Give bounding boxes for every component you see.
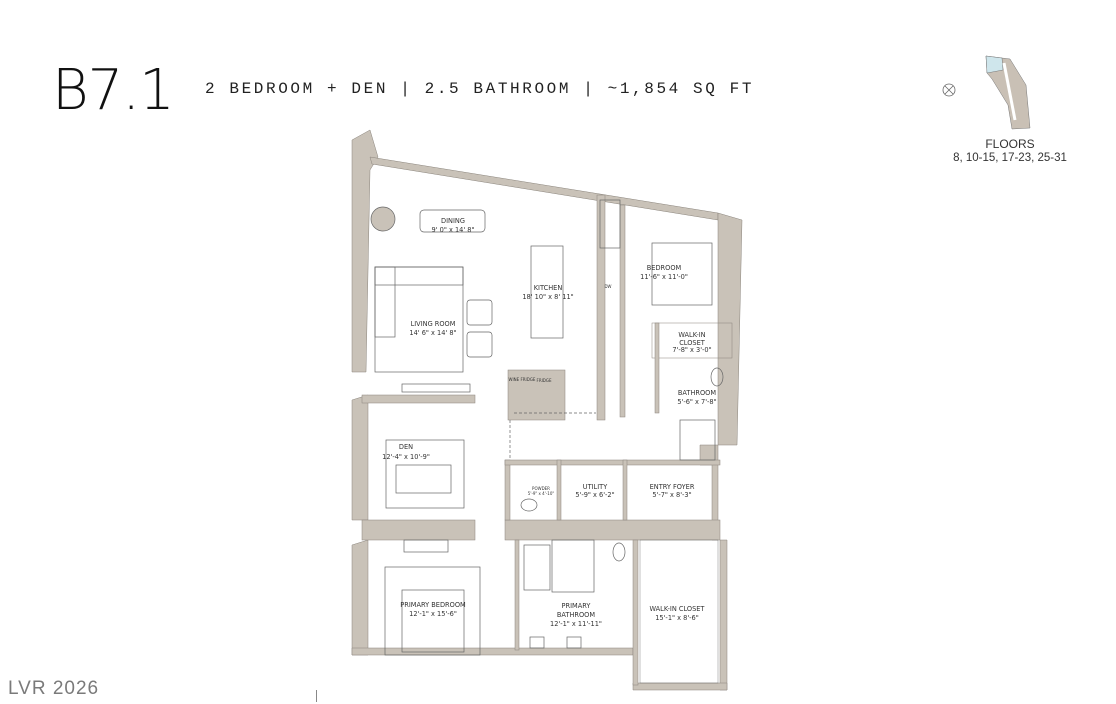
furniture <box>370 199 724 684</box>
utility-label: UTILITY <box>583 483 608 491</box>
divider <box>316 690 317 702</box>
watermark: LVR 2026 <box>8 678 100 699</box>
desk <box>395 464 452 494</box>
dresser <box>403 539 449 553</box>
entry-foyer-label: ENTRY FOYER <box>650 483 695 491</box>
walkin-closet-large-label: WALK-IN CLOSET <box>650 605 706 613</box>
primary-bedroom-label: PRIMARY BEDROOM <box>400 601 466 609</box>
armchair <box>466 331 493 358</box>
wine-fridge-label: WINE FRIDGE <box>509 377 536 382</box>
compass-north-icon <box>942 83 956 97</box>
building-key-plan <box>985 55 1031 130</box>
range <box>599 199 621 249</box>
powder-label: POWDER <box>532 486 550 491</box>
bathtub <box>523 544 551 591</box>
key-plan <box>942 55 1031 130</box>
bathroom-label: BATHROOM <box>678 389 716 397</box>
round-table <box>370 206 396 232</box>
walkin-closet-label: CLOSET <box>679 339 706 347</box>
den-dims: 12'-4" x 10'-9" <box>382 453 430 461</box>
kitchen-dims: 18' 10" x 8' 11" <box>522 293 573 301</box>
closet-floor <box>639 539 719 684</box>
kitchen-island <box>530 245 564 339</box>
bedroom-label: BEDROOM <box>647 264 682 272</box>
tv-console <box>401 383 471 393</box>
shower <box>679 419 716 461</box>
toilet <box>612 542 626 562</box>
unit-title: B7.1 <box>52 58 175 123</box>
walls <box>351 129 743 691</box>
dining-label: DINING <box>441 217 465 225</box>
walkin-closet-large-dims: 15'-1" x 8'-6" <box>655 614 699 622</box>
den-label: DEN <box>399 443 413 451</box>
kitchen-label: KITCHEN <box>534 284 563 292</box>
highlighted-unit <box>985 55 1004 74</box>
dining-dims: 9' 0" x 14' 8" <box>432 226 475 234</box>
floors-list: 8, 10-15, 17-23, 25-31 <box>953 152 1067 164</box>
sink <box>529 636 545 649</box>
living-room-label: LIVING ROOM <box>411 320 456 328</box>
toilet <box>520 498 538 512</box>
bathroom-dims: 5'-6" x 7'-8" <box>677 398 716 406</box>
primary-bathroom-label: PRIMARY <box>562 602 592 610</box>
entry-foyer-dims: 5'-7" x 8'-3" <box>652 491 691 499</box>
powder-dims: 5'-9" x 4'-10" <box>528 491 555 496</box>
floors-label: FLOORS <box>985 137 1035 151</box>
room-labels: DINING 9' 0" x 14' 8" KITCHEN 18' 10" x … <box>382 217 717 628</box>
walkin-closet-label: WALK-IN <box>678 331 705 339</box>
living-room-dims: 14' 6" x 14' 8" <box>409 329 456 337</box>
primary-bedroom-dims: 12'-1" x 15'-6" <box>409 610 457 618</box>
unit-summary: 2 BEDROOM + DEN | 2.5 BATHROOM | ~1,854 … <box>205 80 755 98</box>
dishwasher-label: DW <box>604 284 611 289</box>
armchair <box>466 299 493 326</box>
bed-rug <box>384 566 481 656</box>
bedroom-dims: 11'-6" x 11'-0" <box>640 273 688 281</box>
bed <box>651 242 713 306</box>
shower <box>551 539 595 593</box>
dining-table <box>419 209 486 233</box>
den-rug <box>385 439 465 509</box>
sofa <box>374 266 464 286</box>
primary-bed <box>401 589 465 653</box>
primary-bathroom-dims: 12'-1" x 11'-11" <box>550 620 602 628</box>
utility-dims: 5'-9" x 6'-2" <box>575 491 614 499</box>
primary-bathroom-label: BATHROOM <box>557 611 595 619</box>
sink <box>566 636 582 649</box>
walkin-closet-dims: 7'-8" x 3'-0" <box>672 346 711 354</box>
toilet <box>710 367 724 387</box>
fridge-label: FRIDGE <box>537 378 552 383</box>
